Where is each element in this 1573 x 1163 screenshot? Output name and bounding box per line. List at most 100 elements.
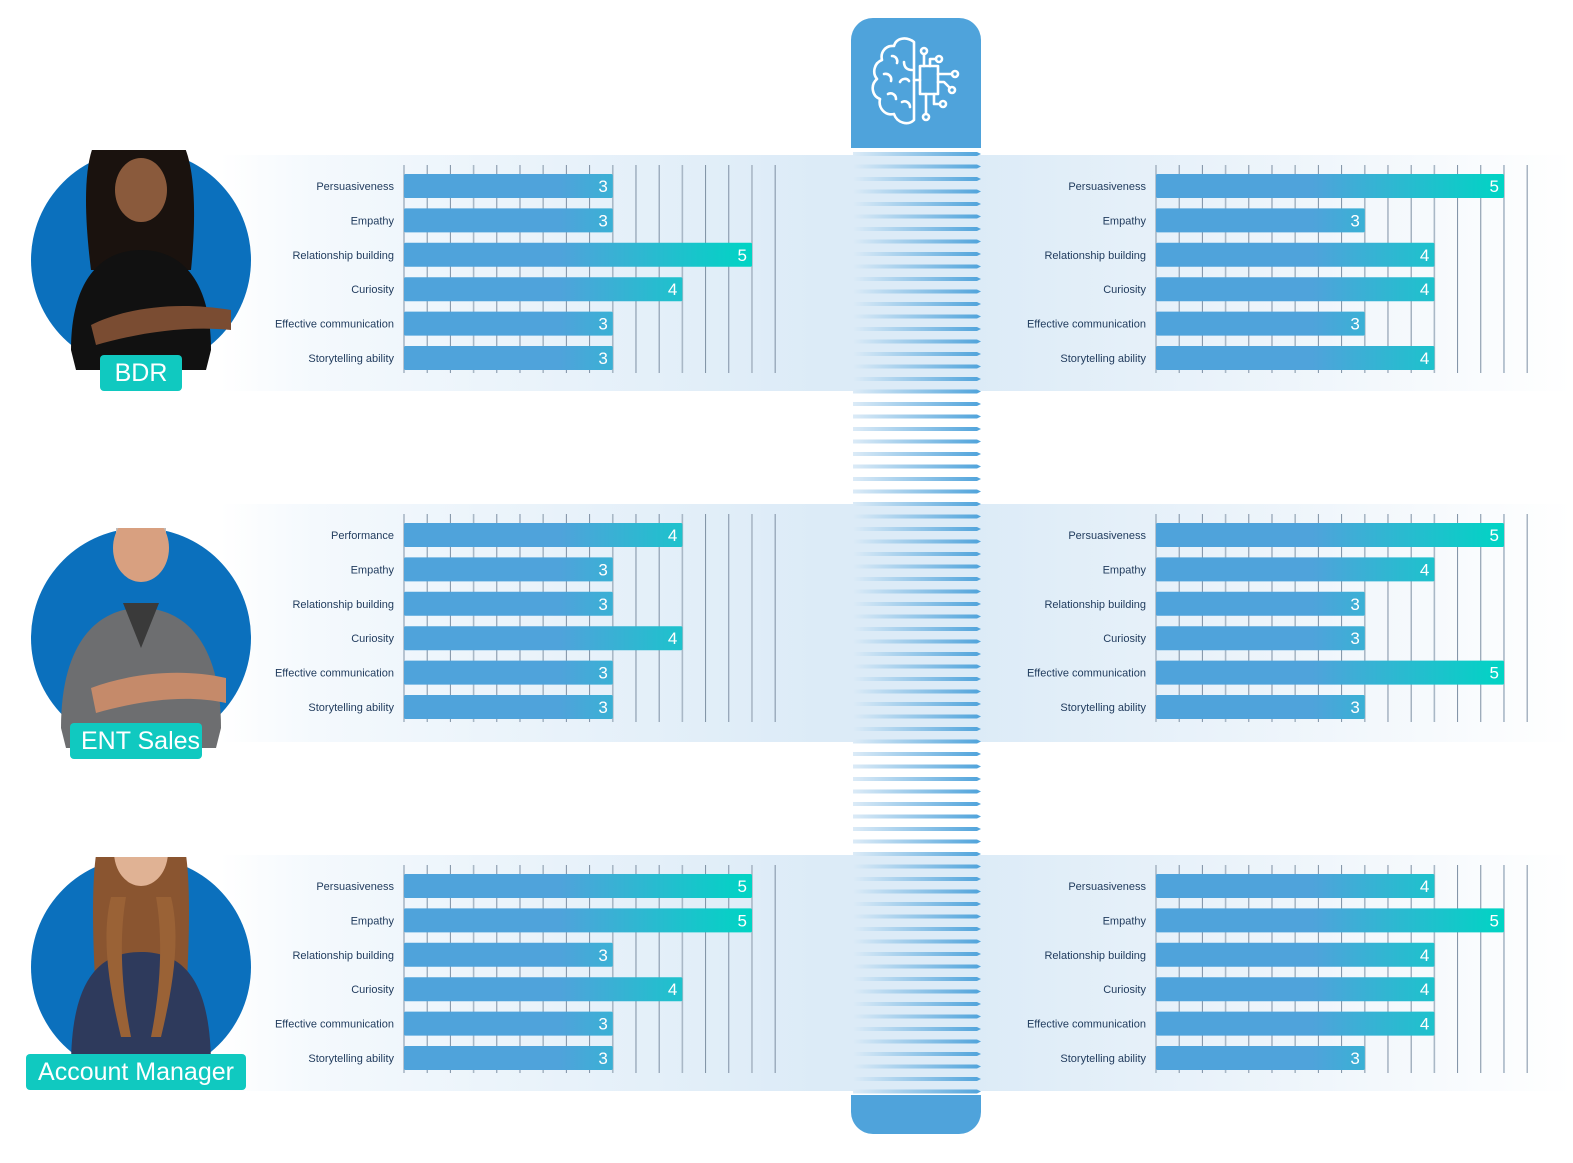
bar (404, 874, 752, 898)
category-label: Relationship building (292, 250, 394, 262)
bar-value-label: 3 (598, 595, 607, 614)
category-label: Relationship building (292, 950, 394, 962)
bar (1156, 523, 1504, 547)
bar (1156, 695, 1365, 719)
flow-arrow-stripe (853, 327, 981, 331)
flow-arrow-stripe (853, 739, 981, 744)
flow-arrow-stripe (853, 652, 981, 656)
flow-arrow-stripe (853, 527, 981, 531)
category-label: Empathy (1103, 215, 1147, 227)
flow-arrow-stripe (853, 864, 981, 869)
category-label: Storytelling ability (308, 353, 394, 365)
flow-arrow-stripe (853, 402, 981, 406)
flow-arrow-stripe (853, 1089, 981, 1094)
flow-arrow-stripe (853, 514, 981, 519)
bar (1156, 591, 1365, 616)
bar-value-label: 3 (598, 946, 607, 965)
bar (404, 242, 752, 267)
bar-value-label: 3 (1350, 211, 1359, 230)
category-label: Relationship building (1044, 950, 1146, 962)
bar (1156, 174, 1504, 198)
bar (1156, 277, 1435, 302)
flow-arrow-stripe (853, 952, 981, 956)
flow-arrow-stripe (853, 777, 981, 781)
flow-arrow-stripe (853, 339, 981, 344)
flow-arrow-stripe (853, 377, 981, 381)
category-label: Storytelling ability (308, 1053, 394, 1065)
bar-value-label: 3 (1350, 595, 1359, 614)
bar (404, 591, 613, 616)
flow-arrow-stripe (853, 752, 981, 756)
category-label: Effective communication (275, 319, 394, 331)
bar-value-label: 3 (598, 1015, 607, 1034)
flow-arrow-stripe (853, 802, 981, 806)
flow-arrow-stripe (853, 839, 981, 844)
bar-value-label: 3 (598, 177, 607, 196)
flow-arrow-stripe (853, 489, 981, 494)
category-label: Curiosity (1103, 633, 1146, 645)
flow-arrow-stripe (853, 927, 981, 931)
role-badge-bdr: BDR (100, 355, 182, 391)
bar-value-label: 4 (668, 280, 677, 299)
bar (404, 174, 613, 198)
bar (404, 208, 613, 233)
flow-arrow-stripe (853, 1064, 981, 1069)
flow-arrow-stripe (853, 189, 981, 194)
person-photo (71, 150, 231, 370)
category-label: Storytelling ability (1060, 1053, 1146, 1065)
flow-arrow-stripe (853, 277, 981, 281)
flow-arrow-stripe (853, 389, 981, 394)
flow-arrow-stripe (853, 1027, 981, 1031)
avatar-ent-sales (31, 528, 251, 748)
category-label: Empathy (351, 915, 395, 927)
category-label: Storytelling ability (1060, 702, 1146, 714)
category-label: Empathy (351, 215, 395, 227)
flow-arrow-stripe (853, 264, 981, 269)
category-label: Storytelling ability (1060, 353, 1146, 365)
bar (1156, 977, 1435, 1002)
category-label: Effective communication (275, 668, 394, 680)
bar (404, 1046, 613, 1070)
category-label: Empathy (351, 564, 395, 576)
bar (404, 557, 613, 582)
flow-arrow-stripe (853, 1052, 981, 1056)
category-label: Relationship building (1044, 250, 1146, 262)
flow-arrow-stripe (853, 227, 981, 231)
flow-arrow-stripe (853, 502, 981, 506)
flow-arrow-stripe (853, 1014, 981, 1019)
bar-value-label: 4 (668, 629, 677, 648)
bar (1156, 557, 1435, 582)
flow-arrow-stripe (853, 627, 981, 631)
flow-arrow-stripe (853, 152, 981, 156)
flow-arrow-stripe (853, 827, 981, 831)
flow-arrow-stripe (853, 564, 981, 569)
flow-arrow-stripe (853, 1039, 981, 1044)
flow-arrow-stripe (853, 877, 981, 881)
flow-arrow-stripe (853, 914, 981, 919)
data-flow-arrows (853, 152, 981, 1094)
bar (1156, 208, 1365, 233)
flow-arrow-stripe (853, 989, 981, 994)
flow-arrow-stripe (853, 464, 981, 469)
flow-arrow-stripe (853, 177, 981, 181)
bar-value-label: 3 (1350, 315, 1359, 334)
bar-value-label: 5 (1490, 526, 1499, 545)
bar-value-label: 3 (598, 664, 607, 683)
flow-arrow-stripe (853, 427, 981, 431)
bar (1156, 626, 1365, 651)
bar-value-label: 5 (738, 246, 747, 265)
bar-value-label: 4 (1420, 349, 1429, 368)
bar (404, 908, 752, 933)
flow-arrow-stripe (853, 552, 981, 556)
flow-arrow-stripe (853, 639, 981, 644)
bar (404, 311, 613, 336)
bar-value-label: 5 (738, 911, 747, 930)
bar (1156, 242, 1435, 267)
category-label: Persuasiveness (1068, 181, 1146, 193)
flow-arrow-stripe (853, 702, 981, 706)
